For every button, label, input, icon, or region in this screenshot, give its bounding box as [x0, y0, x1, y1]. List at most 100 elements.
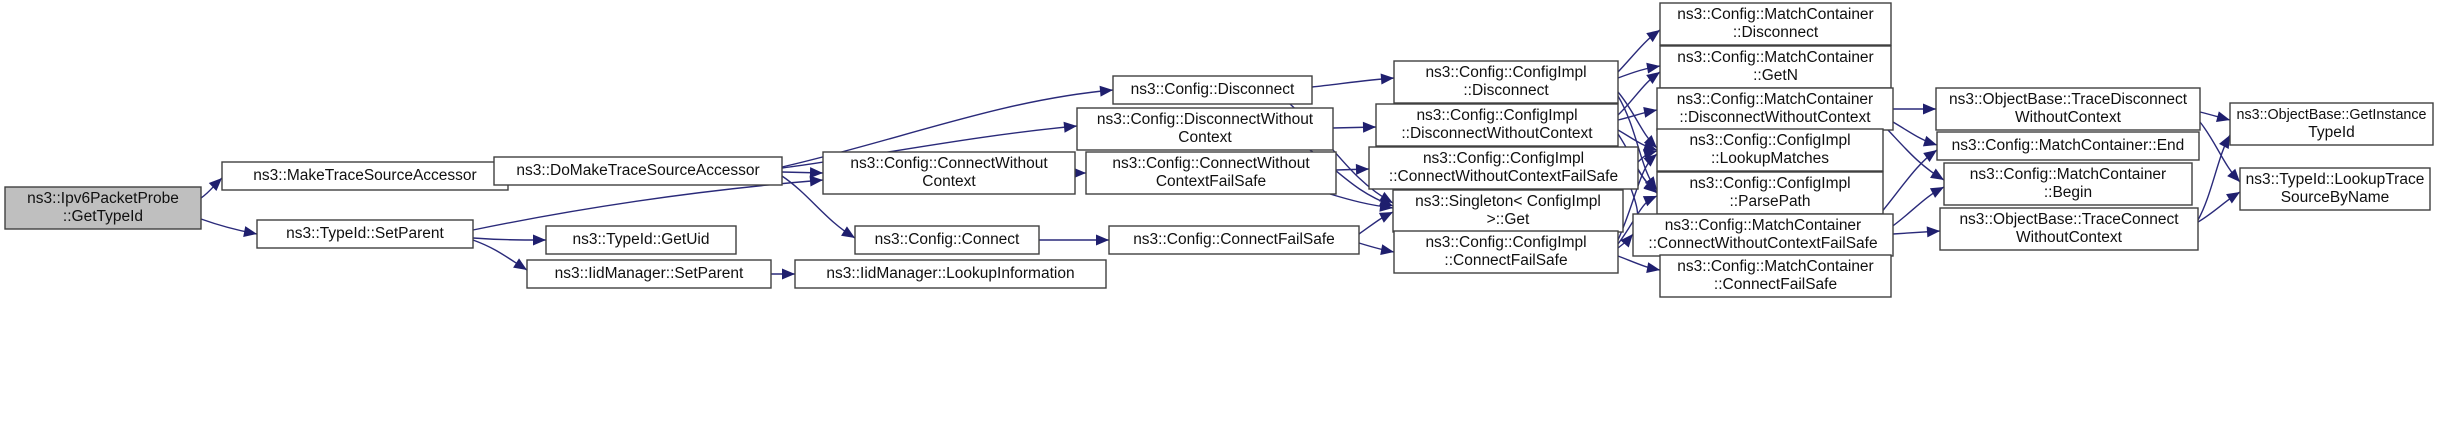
node-config-connect-box[interactable] — [854, 225, 1040, 255]
node-singleton-configimpl-get[interactable]: ns3::Singleton< ConfigImpl>::Get — [1392, 189, 1624, 233]
node-config-configimpl-parsepath-box[interactable] — [1656, 171, 1884, 215]
edge-line — [781, 125, 1078, 169]
node-config-configimpl-disconnectwithoutcontext[interactable]: ns3::Config::ConfigImpl::DisconnectWitho… — [1375, 103, 1619, 147]
node-typeid-setparent-box[interactable] — [256, 219, 474, 249]
edge-arrowhead — [2216, 111, 2230, 123]
node-domaketracesourceaccessor[interactable]: ns3::DoMakeTraceSourceAccessor — [493, 156, 783, 186]
node-config-connectwithoutcontextfailsafe-box[interactable] — [1085, 151, 1337, 195]
node-config-connect[interactable]: ns3::Config::Connect — [854, 225, 1040, 255]
node-iidmanager-lookupinformation-box[interactable] — [794, 259, 1107, 289]
node-config-connectwithoutcontext[interactable]: ns3::Config::ConnectWithoutContext — [822, 151, 1076, 195]
node-ipv6packetprobe-gettypeid[interactable]: ns3::Ipv6PacketProbe::GetTypeId — [4, 186, 202, 230]
edge-arrowhead — [1379, 200, 1393, 212]
call-edge-n8-to-n14 — [1332, 121, 1377, 133]
node-objectbase-getinstancetypeid-box[interactable] — [2229, 102, 2434, 146]
call-edge-n2-to-n4 — [472, 234, 547, 246]
call-edge-n5-to-n6 — [771, 268, 795, 280]
edge-arrowhead — [1362, 121, 1376, 133]
edge-arrowhead — [1643, 106, 1657, 118]
node-config-disconnectwithoutcontext-box[interactable] — [1076, 107, 1334, 151]
node-config-matchcontainer-begin[interactable]: ns3::Config::MatchContainer::Begin — [1943, 162, 2193, 206]
node-iidmanager-setparent[interactable]: ns3::IidManager::SetParent — [526, 259, 772, 289]
node-config-matchcontainer-getn-box[interactable] — [1659, 45, 1892, 89]
edge-line — [472, 179, 824, 231]
edge-arrowhead — [1096, 234, 1109, 246]
node-config-connectfailsafe-box[interactable] — [1108, 225, 1360, 255]
node-typeid-lookuptracesourcebyname-box[interactable] — [2239, 167, 2431, 211]
call-edge-n3-to-n9 — [781, 167, 824, 179]
edge-arrowhead — [1646, 262, 1660, 274]
call-edge-n20-to-n25 — [1893, 103, 1936, 115]
node-config-matchcontainer-end-box[interactable] — [1936, 131, 2200, 161]
call-edge-n7-to-n13 — [1311, 73, 1395, 88]
node-config-connectfailsafe[interactable]: ns3::Config::ConnectFailSafe — [1108, 225, 1360, 255]
node-config-configimpl-connectwithoutcontextfailsafe[interactable]: ns3::Config::ConfigImpl::ConnectWithoutC… — [1368, 146, 1639, 190]
call-edge-n2-to-n5 — [472, 239, 528, 271]
node-config-matchcontainer-begin-box[interactable] — [1943, 162, 2193, 206]
edge-arrowhead — [1642, 140, 1657, 152]
node-config-matchcontainer-disconnectwithoutcontext[interactable]: ns3::Config::MatchContainer::DisconnectW… — [1656, 87, 1894, 131]
edge-arrowhead — [243, 226, 257, 237]
node-config-configimpl-disconnectwithoutcontext-box[interactable] — [1375, 103, 1619, 147]
node-config-configimpl-connectfailsafe[interactable]: ns3::Config::ConfigImpl::ConnectFailSafe — [1393, 230, 1619, 274]
edge-arrowhead — [1646, 72, 1660, 84]
call-edge-n23-to-n26 — [1879, 149, 1938, 215]
call-edge-n13-to-n19 — [1617, 62, 1661, 79]
call-edge-n11-to-n12 — [1039, 234, 1109, 246]
node-objectbase-tracedisconnectwithoutcontext[interactable]: ns3::ObjectBase::TraceDisconnectWithoutC… — [1935, 87, 2201, 131]
node-singleton-configimpl-get-box[interactable] — [1392, 189, 1624, 233]
edge-arrowhead — [1643, 180, 1657, 193]
edge-arrowhead — [809, 167, 823, 179]
node-config-configimpl-disconnect-box[interactable] — [1393, 60, 1619, 104]
call-edge-n12-to-n17 — [1358, 242, 1395, 256]
node-iidmanager-lookupinformation[interactable]: ns3::IidManager::LookupInformation — [794, 259, 1107, 289]
edge-arrowhead — [1929, 187, 1944, 198]
call-edge-n23-to-n28 — [1892, 226, 1941, 238]
node-config-configimpl-connectwithoutcontextfailsafe-box[interactable] — [1368, 146, 1639, 190]
node-config-matchcontainer-connectwithoutcontextfailsafe[interactable]: ns3::Config::MatchContainer::ConnectWith… — [1632, 213, 1894, 257]
edge-arrowhead — [1643, 148, 1657, 160]
node-config-matchcontainer-getn[interactable]: ns3::Config::MatchContainer::GetN — [1659, 45, 1892, 89]
call-edge-n23-to-n27 — [1889, 186, 1945, 229]
node-typeid-setparent[interactable]: ns3::TypeId::SetParent — [256, 219, 474, 249]
node-maketracesourceaccessor-box[interactable] — [221, 161, 509, 191]
node-config-configimpl-disconnect[interactable]: ns3::Config::ConfigImpl::Disconnect — [1393, 60, 1619, 104]
call-edge-n20-to-n26 — [1892, 121, 1938, 147]
node-config-matchcontainer-end[interactable]: ns3::Config::MatchContainer::End — [1936, 131, 2200, 161]
node-maketracesourceaccessor[interactable]: ns3::MakeTraceSourceAccessor — [221, 161, 509, 191]
node-config-connectwithoutcontext-box[interactable] — [822, 151, 1076, 195]
node-objectbase-traceconnectwithoutcontext-box[interactable] — [1939, 207, 2199, 251]
node-config-disconnectwithoutcontext[interactable]: ns3::Config::DisconnectWithoutContext — [1076, 107, 1334, 151]
call-edge-n13-to-n21 — [1617, 91, 1658, 149]
call-edge-n13-to-n18 — [1617, 29, 1661, 73]
node-config-configimpl-connectfailsafe-box[interactable] — [1393, 230, 1619, 274]
call-edge-n0-to-n2 — [200, 218, 258, 237]
node-typeid-getuid-box[interactable] — [545, 225, 737, 255]
edge-arrowhead — [1380, 73, 1394, 85]
node-layer: ns3::Ipv6PacketProbe::GetTypeId ns3::Make… — [4, 2, 2434, 298]
node-typeid-getuid[interactable]: ns3::TypeId::GetUid — [545, 225, 737, 255]
node-objectbase-tracedisconnectwithoutcontext-box[interactable] — [1935, 87, 2201, 131]
node-config-matchcontainer-connectwithoutcontextfailsafe-box[interactable] — [1632, 213, 1894, 257]
edge-arrowhead — [1926, 226, 1940, 238]
node-config-matchcontainer-disconnect-box[interactable] — [1659, 2, 1892, 46]
node-config-configimpl-lookupmatches-box[interactable] — [1656, 128, 1884, 172]
node-config-matchcontainer-connectfailsafe[interactable]: ns3::Config::MatchContainer::ConnectFail… — [1659, 254, 1892, 298]
node-config-configimpl-lookupmatches[interactable]: ns3::Config::ConfigImpl::LookupMatches — [1656, 128, 1884, 172]
node-config-matchcontainer-disconnect[interactable]: ns3::Config::MatchContainer::Disconnect — [1659, 2, 1892, 46]
node-config-disconnect[interactable]: ns3::Config::Disconnect — [1112, 75, 1313, 105]
node-config-disconnect-box[interactable] — [1112, 75, 1313, 105]
node-ipv6packetprobe-gettypeid-box[interactable] — [4, 186, 202, 230]
node-domaketracesourceaccessor-box[interactable] — [493, 156, 783, 186]
call-edge-n15-to-n21 — [1637, 148, 1658, 163]
node-config-matchcontainer-disconnectwithoutcontext-box[interactable] — [1656, 87, 1894, 131]
call-edge-n20-to-n27 — [1887, 129, 1945, 181]
node-config-connectwithoutcontextfailsafe[interactable]: ns3::Config::ConnectWithoutContextFailSa… — [1085, 151, 1337, 195]
node-config-configimpl-parsepath[interactable]: ns3::Config::ConfigImpl::ParsePath — [1656, 171, 1884, 215]
node-config-matchcontainer-connectfailsafe-box[interactable] — [1659, 254, 1892, 298]
edge-arrowhead — [1930, 168, 1944, 180]
node-objectbase-traceconnectwithoutcontext[interactable]: ns3::ObjectBase::TraceConnectWithoutCont… — [1939, 207, 2199, 251]
node-iidmanager-setparent-box[interactable] — [526, 259, 772, 289]
